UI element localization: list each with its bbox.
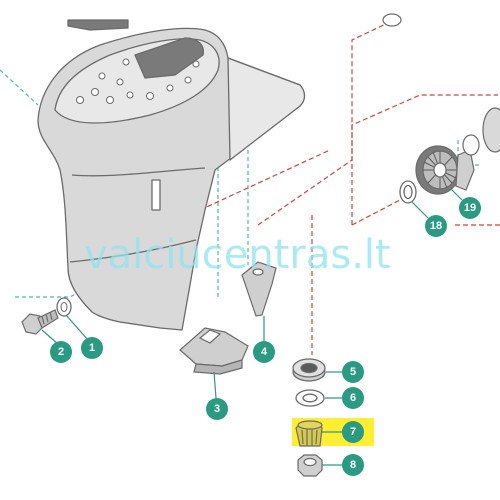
red-guide-box [351,94,498,225]
part-pinion-gear-7 [295,420,323,447]
callout-badge-18: 18 [425,215,447,237]
callout-badge-1: 1 [81,337,103,359]
callout-label-3: 3 [214,403,220,415]
housing-crease [71,167,206,177]
callout-label-7: 7 [350,426,356,438]
part-washer-6 [295,389,325,407]
callout-badge-2: 2 [50,341,72,363]
part-nut-8 [297,454,323,477]
callout-label-4: 4 [261,346,268,358]
part-bolt-2 [21,309,59,335]
callout-badge-4: 4 [253,341,275,363]
callout-badge-8: 8 [342,454,364,476]
part-ring-18 [399,180,417,204]
part-bevel-gear-19 [415,145,475,195]
callout-badge-3: 3 [206,398,228,420]
part-right-edge-partial [382,13,500,156]
part-bearing-5 [292,358,326,382]
callout-label-6: 6 [350,392,356,404]
part-anode-plate-3 [179,327,249,375]
housing-slot [151,179,161,211]
callout-badge-19: 19 [459,197,481,219]
housing-fin [227,57,306,161]
callout-label-8: 8 [350,459,356,471]
red-guide-top [257,21,391,226]
housing-crease-lower [69,239,197,263]
watermark-text: valciucentras.lt [84,232,391,278]
callout-label-19: 19 [464,202,476,214]
part-washer-1-hole [60,302,68,312]
callout-label-5: 5 [350,366,356,378]
teal-guide-top-left [0,69,39,106]
top-bracket [67,19,129,31]
gearcase-housing [37,19,306,331]
plate-bolt-holes [76,58,200,104]
callout-label-1: 1 [89,342,95,354]
part-anode-fin-4 [241,261,277,317]
callout-badge-6: 6 [342,387,364,409]
callout-label-2: 2 [58,346,64,358]
callout-badge-7: 7 [342,421,364,443]
callout-badge-5: 5 [342,361,364,383]
callout-leader-lines [41,187,463,466]
callout-label-18: 18 [430,220,442,232]
gearcase-gasket-pad [134,37,204,79]
red-guide-box-bottom [351,199,401,226]
